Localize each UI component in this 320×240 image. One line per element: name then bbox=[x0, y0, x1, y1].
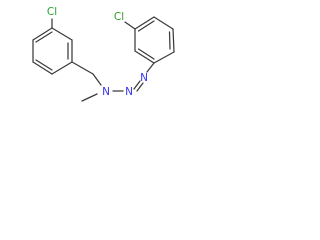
cl-right-label: Cl bbox=[114, 11, 124, 23]
cl-left-label: Cl bbox=[47, 6, 57, 18]
n-terminal-label: N bbox=[140, 72, 148, 84]
right-benzene-ring bbox=[134, 16, 175, 64]
benzyl-ch2-bond bbox=[71, 61, 94, 75]
n-middle-label: N bbox=[125, 86, 133, 98]
ch2-n-bond bbox=[92, 73, 102, 86]
left-benzene-ring bbox=[32, 27, 73, 75]
molecule-drawing: Cl Cl N N N bbox=[32, 6, 175, 102]
n-methyl-bond bbox=[81, 93, 98, 102]
n-aryl-bond bbox=[146, 62, 155, 73]
cl-right-bond bbox=[124, 21, 136, 30]
structure-diagram: Cl Cl N N N bbox=[0, 0, 198, 125]
n-n-double-bond bbox=[133, 80, 144, 92]
n-amine-label: N bbox=[102, 86, 110, 98]
